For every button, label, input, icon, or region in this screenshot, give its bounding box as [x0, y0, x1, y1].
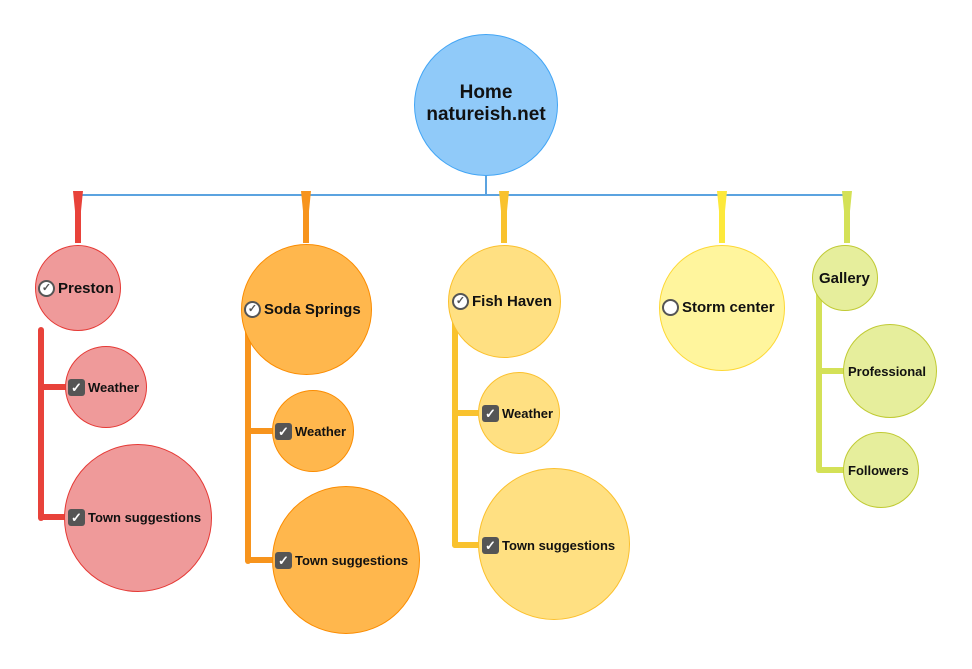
branch-connector-fish-haven: [499, 191, 509, 243]
subtopic-label-fish-haven-1-text: Town suggestions: [502, 537, 616, 553]
branch-connector-gallery: [842, 191, 852, 243]
topic-label-fish-haven: ✓Fish Haven: [452, 291, 552, 311]
home-title: Home: [459, 82, 513, 103]
topic-label-storm-center: Storm center: [662, 297, 775, 317]
subtopic-label-preston-0-text: Weather: [88, 379, 140, 395]
topic-label-gallery-text: Gallery: [819, 269, 870, 287]
topic-node-gallery[interactable]: [812, 245, 878, 311]
topic-label-gallery: Gallery: [819, 268, 870, 288]
subtopic-label-soda-springs-1: ✓Town suggestions: [275, 550, 408, 570]
subtopic-label-fish-haven-1: ✓Town suggestions: [482, 535, 615, 555]
checkbox-checked-icon[interactable]: ✓: [68, 508, 85, 526]
subtopic-node-soda-springs-1[interactable]: [272, 486, 420, 634]
topic-label-soda-springs-text: Soda Springs: [264, 300, 361, 318]
checkbox-checked-icon[interactable]: ✓: [68, 378, 85, 396]
branch-connector-storm-center: [717, 191, 727, 243]
checkbox-checked-icon[interactable]: ✓: [38, 279, 55, 297]
subtopic-label-preston-1: ✓Town suggestions: [68, 507, 201, 527]
subtopic-label-soda-springs-1-text: Town suggestions: [295, 552, 409, 568]
checkbox-checked-icon[interactable]: ✓: [275, 551, 292, 569]
topic-node-storm-center[interactable]: [659, 245, 785, 371]
checkbox-empty-icon[interactable]: [662, 298, 679, 316]
checkbox-checked-icon[interactable]: ✓: [244, 300, 261, 318]
subtopic-node-gallery-1[interactable]: [843, 432, 919, 508]
subtopic-node-fish-haven-1[interactable]: [478, 468, 630, 620]
home-label: Home natureish.net: [414, 82, 558, 126]
checkbox-checked-icon[interactable]: ✓: [482, 404, 499, 422]
subtopic-label-gallery-1: Followers: [848, 460, 909, 480]
topic-label-fish-haven-text: Fish Haven: [472, 292, 553, 310]
topic-label-storm-center-text: Storm center: [682, 298, 775, 316]
subtopic-label-gallery-0-text: Professional: [848, 363, 927, 379]
topic-label-soda-springs: ✓Soda Springs: [244, 299, 361, 319]
subtopic-label-fish-haven-0-text: Weather: [502, 405, 554, 421]
home-node[interactable]: [414, 34, 558, 176]
subtopic-node-preston-1[interactable]: [64, 444, 212, 592]
subtopic-label-soda-springs-0-text: Weather: [295, 423, 347, 439]
subtopic-label-gallery-1-text: Followers: [848, 462, 909, 478]
checkbox-checked-icon[interactable]: ✓: [452, 292, 469, 310]
branch-connector-preston: [73, 191, 83, 243]
topic-label-preston: ✓Preston: [38, 278, 114, 298]
subtopic-label-soda-springs-0: ✓Weather: [275, 421, 346, 441]
subtopic-label-fish-haven-0: ✓Weather: [482, 403, 553, 423]
home-subtitle: natureish.net: [426, 104, 546, 125]
subtopic-label-preston-1-text: Town suggestions: [88, 509, 202, 525]
subtopic-label-preston-0: ✓Weather: [68, 377, 139, 397]
subtopic-node-gallery-0[interactable]: [843, 324, 937, 418]
topic-label-preston-text: Preston: [58, 279, 114, 297]
checkbox-checked-icon[interactable]: ✓: [482, 536, 499, 554]
checkbox-checked-icon[interactable]: ✓: [275, 422, 292, 440]
branch-connector-soda-springs: [301, 191, 311, 243]
topic-node-soda-springs[interactable]: [241, 244, 372, 375]
subtopic-label-gallery-0: Professional: [848, 361, 926, 381]
